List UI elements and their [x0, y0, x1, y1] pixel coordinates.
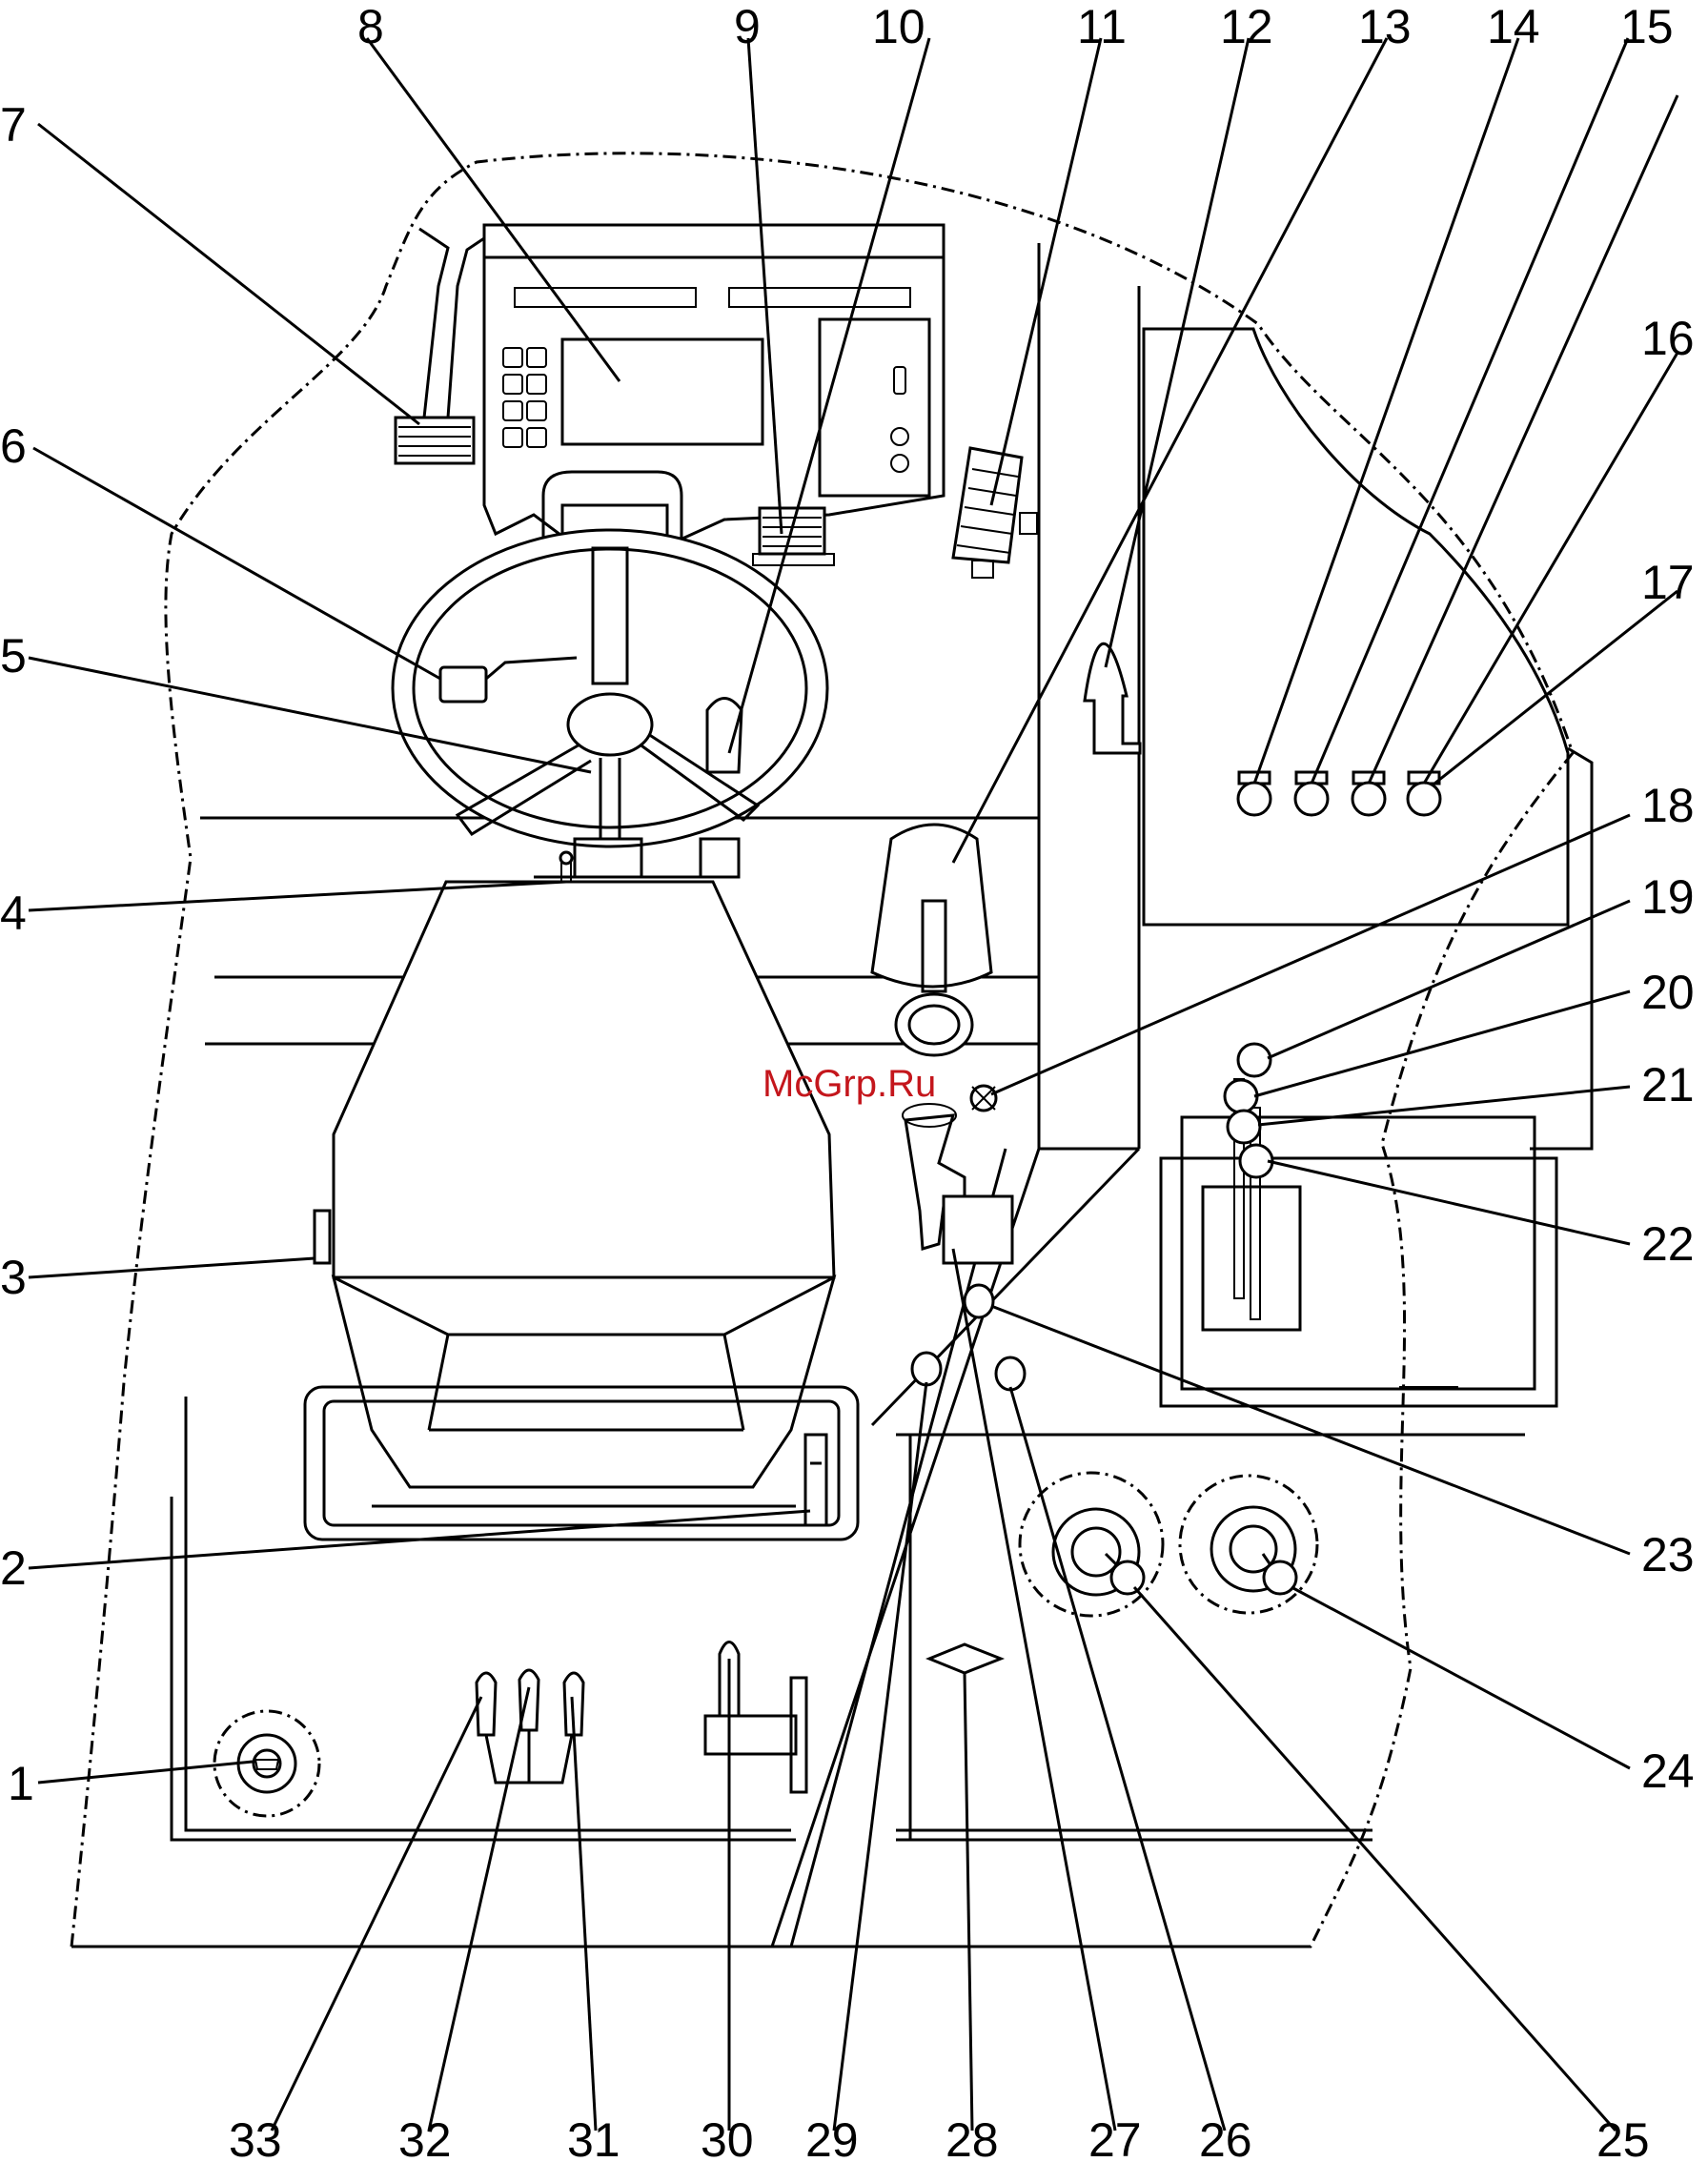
- side-panel: [820, 319, 929, 496]
- right-lower-panel-frame: [1161, 1158, 1556, 1406]
- label-5: 5: [0, 629, 27, 683]
- knob-22[interactable]: [1240, 1145, 1272, 1177]
- label-1: 1: [8, 1757, 34, 1810]
- stalk-switch-6[interactable]: [440, 667, 486, 702]
- label-17: 17: [1641, 556, 1695, 609]
- label-25: 25: [1596, 2113, 1650, 2162]
- label-16: 16: [1641, 312, 1695, 365]
- operator-seat-cushion: [334, 1277, 834, 1487]
- lever-10[interactable]: [707, 699, 742, 773]
- pedal-11-mount: [1020, 513, 1037, 534]
- label-31: 31: [567, 2113, 620, 2162]
- label-19: 19: [1641, 870, 1695, 924]
- seat-adjust-knob-3[interactable]: [315, 1211, 330, 1263]
- dashboard-strip: [515, 288, 696, 307]
- tilt-lever-4-knob: [560, 852, 572, 864]
- side-panel-lamp: [891, 455, 908, 472]
- label-12: 12: [1220, 0, 1273, 53]
- label-14: 14: [1487, 0, 1540, 53]
- floor-marker-28: [929, 1644, 1001, 1673]
- label-13: 13: [1358, 0, 1412, 53]
- label-11: 11: [1077, 0, 1127, 53]
- knob-21[interactable]: [1228, 1111, 1260, 1143]
- pedal-7-arm: [448, 238, 484, 418]
- display-screen: [562, 339, 762, 444]
- button-23[interactable]: [965, 1285, 993, 1317]
- keypad: [503, 348, 546, 447]
- toggle-switch-13[interactable]: [1238, 772, 1271, 815]
- label-4: 4: [0, 887, 27, 940]
- label-27: 27: [1088, 2113, 1142, 2162]
- label-10: 10: [872, 0, 925, 53]
- label-2: 2: [0, 1541, 27, 1595]
- pedal-7-arm: [419, 229, 448, 418]
- label-18: 18: [1641, 779, 1695, 832]
- label-21: 21: [1641, 1058, 1695, 1112]
- label-29: 29: [805, 2113, 859, 2162]
- control-knob-housing[interactable]: [872, 825, 991, 987]
- label-8: 8: [357, 0, 384, 53]
- lever-30-bracket: [705, 1716, 796, 1754]
- label-32: 32: [398, 2113, 452, 2162]
- label-20: 20: [1641, 966, 1695, 1019]
- steering-column-base: [701, 839, 739, 877]
- switch-18[interactable]: [971, 1086, 996, 1111]
- label-6: 6: [0, 419, 27, 473]
- label-7: 7: [0, 98, 27, 152]
- side-panel-lamp: [891, 428, 908, 445]
- pedal-11-mount: [972, 561, 993, 578]
- button-29[interactable]: [912, 1353, 941, 1385]
- knob-19[interactable]: [1238, 1044, 1271, 1076]
- label-28: 28: [946, 2113, 999, 2162]
- handle-12[interactable]: [1085, 643, 1140, 753]
- toggle-switch-15[interactable]: [1352, 772, 1385, 815]
- steering-wheel-hub: [568, 694, 652, 755]
- button-26[interactable]: [996, 1357, 1025, 1390]
- label-24: 24: [1641, 1744, 1695, 1798]
- label-3: 3: [0, 1251, 27, 1304]
- knob-20[interactable]: [1225, 1080, 1257, 1112]
- label-15: 15: [1620, 0, 1674, 53]
- label-9: 9: [734, 0, 761, 53]
- watermark: McGrp.Ru: [762, 1063, 936, 1105]
- right-upper-panel: [1144, 329, 1568, 925]
- operator-seat-back: [334, 882, 834, 1277]
- seat-base: [305, 1387, 858, 1540]
- control-knob-ring: [896, 994, 972, 1055]
- label-23: 23: [1641, 1528, 1695, 1581]
- lever-linkage: [486, 1730, 572, 1783]
- label-22: 22: [1641, 1217, 1695, 1271]
- dashboard-strip: [729, 288, 910, 307]
- toggle-switch-16[interactable]: [1408, 772, 1440, 815]
- operator-seat-cushion-edge: [429, 1335, 743, 1430]
- lever-30-plate: [791, 1678, 806, 1792]
- label-26: 26: [1199, 2113, 1252, 2162]
- label-33: 33: [229, 2113, 282, 2162]
- right-panel-edge: [1530, 748, 1592, 1149]
- joystick-24-assembly[interactable]: [1180, 1476, 1317, 1613]
- side-panel-switch: [894, 367, 905, 394]
- pedal-9-base: [753, 554, 834, 565]
- label-30: 30: [701, 2113, 754, 2162]
- toggle-switch-14[interactable]: [1295, 772, 1328, 815]
